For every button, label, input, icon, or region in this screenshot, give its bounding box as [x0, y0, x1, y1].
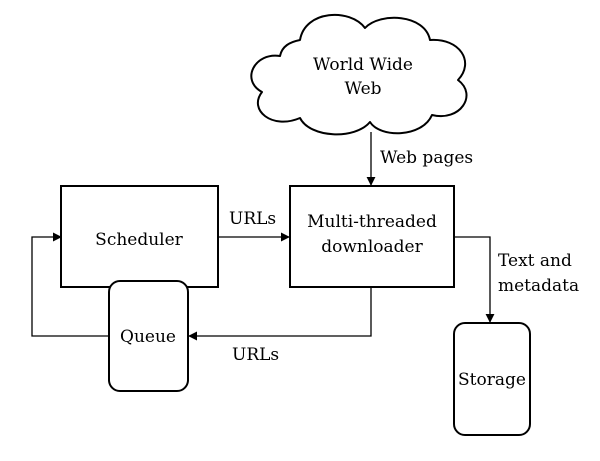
- text-metadata-label-line1: Text and: [498, 251, 572, 271]
- storage-box: [453, 322, 531, 436]
- urls-to-downloader-label: URLs: [229, 209, 276, 229]
- storage-label: Storage: [458, 370, 526, 390]
- urls-to-downloader-edge: URLs: [218, 209, 290, 242]
- www-label-line1: World Wide: [313, 55, 413, 75]
- text-metadata-edge: Text and metadata: [454, 236, 579, 323]
- scheduler-box: [60, 185, 219, 288]
- web-pages-edge: Web pages: [366, 132, 473, 186]
- downloader-box: [289, 185, 455, 288]
- urls-to-queue-edge: URLs: [188, 287, 372, 365]
- urls-to-queue-label: URLs: [232, 345, 279, 365]
- queue-node: Queue: [108, 280, 189, 392]
- cloud-shape: [250, 13, 468, 136]
- scheduler-label: Scheduler: [95, 230, 184, 250]
- queue-to-scheduler-arrow: [31, 232, 109, 337]
- text-metadata-label-line2: metadata: [498, 276, 579, 296]
- world-wide-web-node: World Wide Web: [250, 13, 468, 136]
- www-label-line2: Web: [344, 79, 381, 99]
- web-pages-label: Web pages: [380, 148, 473, 168]
- downloader-label-line2: downloader: [321, 237, 423, 257]
- text-metadata-arrow: [454, 236, 495, 323]
- downloader-node: Multi-threaded downloader: [289, 185, 455, 288]
- downloader-label-line1: Multi-threaded: [307, 212, 437, 232]
- queue-box: [108, 280, 189, 392]
- queue-label: Queue: [120, 327, 176, 347]
- scheduler-node: Scheduler: [60, 185, 219, 288]
- storage-node: Storage: [453, 322, 531, 436]
- urls-to-queue-arrow: [188, 287, 372, 341]
- queue-to-scheduler-edge: [31, 232, 109, 337]
